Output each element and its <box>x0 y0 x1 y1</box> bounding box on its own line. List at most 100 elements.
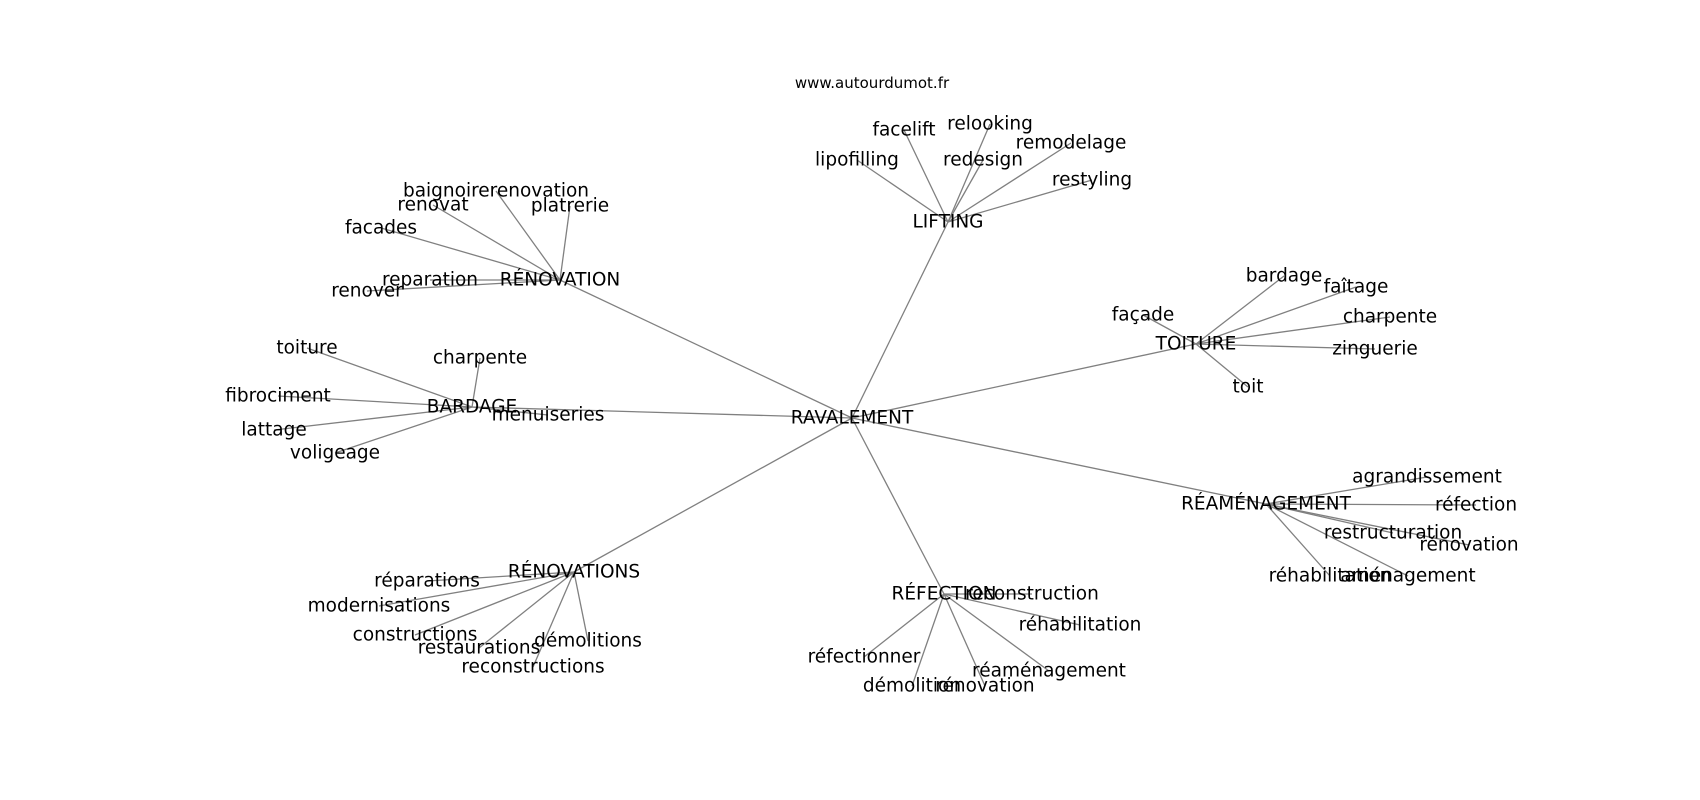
leaf-node: zinguerie <box>1332 339 1418 360</box>
leaf-node: redesign <box>943 150 1023 171</box>
hub-leaf-edge <box>863 593 945 658</box>
hub-leaf-edge <box>1142 314 1197 345</box>
leaf-node: reparation <box>382 270 478 291</box>
leaf-node: lipofilling <box>815 150 899 171</box>
root-hub-edge <box>573 417 853 573</box>
hub-leaf-edge <box>426 571 575 582</box>
leaf-node: lattage <box>241 420 306 441</box>
leaf-node: réaménagement <box>972 661 1126 682</box>
leaf-node: charpente <box>1343 307 1437 328</box>
hub-leaf-edge <box>1265 476 1428 505</box>
hub-node: RÉNOVATION <box>500 269 620 291</box>
leaf-node: rénovation <box>1419 535 1518 556</box>
hub-leaf-edge <box>378 571 575 607</box>
hub-leaf-edge <box>471 357 481 408</box>
leaf-node: voligeage <box>290 443 380 464</box>
leaf-node: fibrociment <box>225 386 331 407</box>
root-hub-edge <box>851 417 1267 505</box>
leaf-node: réhabilitation <box>1019 615 1142 636</box>
root-hub-edge <box>471 406 853 419</box>
hub-leaf-edge <box>414 571 575 636</box>
hub-leaf-edge <box>947 159 984 223</box>
hub-leaf-edge <box>947 142 1072 223</box>
hub-leaf-edge <box>306 347 473 408</box>
hub-leaf-edge <box>1195 275 1285 345</box>
leaf-node: faîtage <box>1324 277 1389 298</box>
leaf-node: reconstruction <box>965 584 1099 605</box>
leaf-node: démolition <box>863 676 961 697</box>
root-hub-edge <box>851 221 949 419</box>
leaf-node: relooking <box>947 114 1033 135</box>
root-hub-edge <box>559 279 853 419</box>
hub-leaf-edge <box>1265 503 1331 577</box>
graph-labels: www.autourdumot.fr RAVALEMENT RÉNOVATION b… <box>225 74 1518 697</box>
leaf-node: reconstructions <box>461 657 604 678</box>
root-hub-edge <box>851 343 1197 419</box>
hub-leaf-edge <box>273 406 473 431</box>
hub-leaf-edge <box>856 159 949 223</box>
hub-leaf-edge <box>495 190 561 281</box>
hub-leaf-edge <box>1265 503 1409 577</box>
leaf-node: renover <box>331 281 403 302</box>
root-node: RAVALEMENT <box>791 408 914 429</box>
hub-node: LIFTING <box>912 212 983 233</box>
site-label: www.autourdumot.fr <box>795 74 950 92</box>
leaf-node: réfection <box>1435 495 1517 516</box>
leaf-node: renovat <box>397 195 468 216</box>
hub-leaf-edge <box>1265 503 1477 506</box>
hub-leaf-edge <box>334 406 473 454</box>
hub-node: RÉNOVATIONS <box>508 561 640 583</box>
leaf-node: aménagement <box>1340 566 1475 587</box>
hub-leaf-edge <box>366 279 561 292</box>
leaf-node: agrandissement <box>1352 467 1502 488</box>
hub-leaf-edge <box>277 395 473 408</box>
hub-leaf-edge <box>943 593 986 687</box>
hub-leaf-edge <box>559 205 571 281</box>
root-hub-edge <box>851 417 945 595</box>
hub-node: RÉAMÉNAGEMENT <box>1181 493 1352 515</box>
hub-leaf-edge <box>947 123 991 223</box>
leaf-node: toit <box>1233 377 1264 398</box>
hub-leaf-edge <box>432 204 561 281</box>
leaf-node: démolitions <box>534 631 642 652</box>
leaf-node: remodelage <box>1016 133 1127 154</box>
hub-leaf-edge <box>1195 343 1376 350</box>
hub-leaf-edge <box>943 593 1081 626</box>
hub-leaf-edge <box>532 571 575 668</box>
graph-edges <box>273 123 1477 687</box>
hub-leaf-edge <box>478 571 575 649</box>
hub-leaf-edge <box>1195 316 1391 345</box>
leaf-node: façade <box>1112 305 1174 326</box>
leaf-node: charpente <box>433 348 527 369</box>
hub-leaf-edge <box>911 593 945 687</box>
hub-leaf-edge <box>1265 503 1470 546</box>
leaf-node: baignoirerenovation <box>403 181 589 202</box>
leaf-node: rénovation <box>935 676 1034 697</box>
leaf-node: restructuration <box>1324 523 1462 544</box>
hub-leaf-edge <box>573 571 589 642</box>
hub-leaf-edge <box>380 227 561 281</box>
leaf-node: facelift <box>872 120 935 141</box>
hub-node: BARDAGE <box>427 397 517 418</box>
leaf-node: restaurations <box>418 638 541 659</box>
hub-node: TOITURE <box>1155 334 1237 355</box>
hub-node: RÉFECTION <box>892 583 997 605</box>
hub-leaf-edge <box>471 406 549 416</box>
leaf-node: réparations <box>374 571 480 592</box>
hub-leaf-edge <box>1195 343 1249 388</box>
hub-leaf-edge <box>1195 286 1357 345</box>
leaf-node: constructions <box>353 625 478 646</box>
leaf-node: facades <box>345 218 417 239</box>
leaf-node: réfectionner <box>808 647 921 668</box>
leaf-node: platrerie <box>531 196 609 217</box>
leaf-node: modernisations <box>308 596 451 617</box>
hub-leaf-edge <box>947 179 1093 223</box>
leaf-node: toiture <box>276 338 337 359</box>
leaf-node: bardage <box>1246 266 1323 287</box>
hub-leaf-edge <box>903 129 949 223</box>
leaf-node: réhabilitation <box>1269 566 1392 587</box>
leaf-node: restyling <box>1052 170 1132 191</box>
hub-leaf-edge <box>943 593 1050 672</box>
leaf-node: menuiseries <box>492 405 605 426</box>
